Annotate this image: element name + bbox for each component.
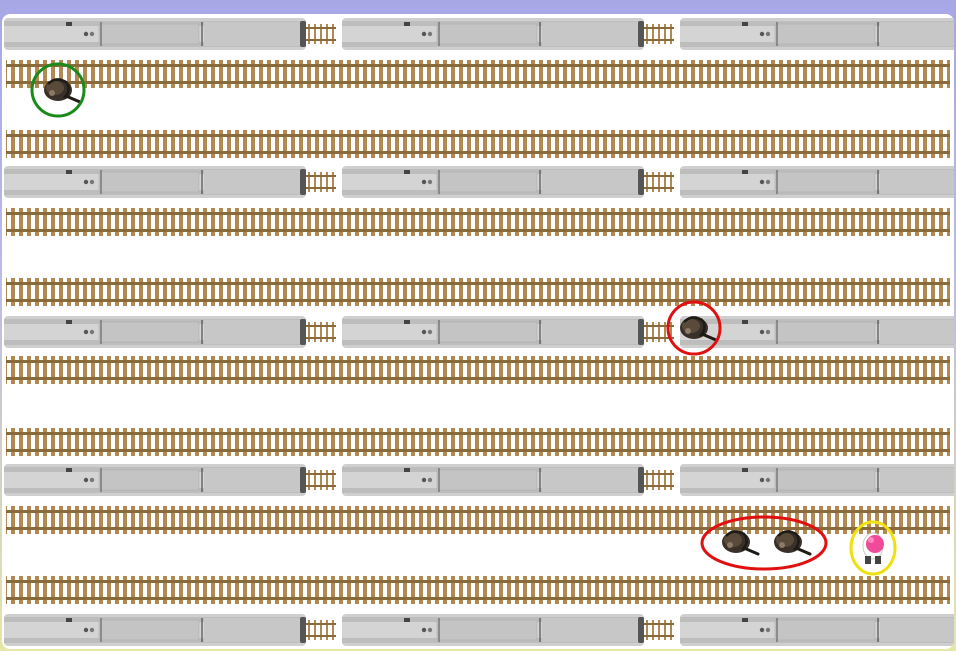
rail-track (6, 428, 950, 456)
train (3, 463, 954, 497)
train-car (3, 613, 307, 647)
train-coupler (306, 322, 336, 342)
train (3, 17, 954, 51)
train-coupler (644, 172, 674, 192)
train-car (679, 613, 954, 647)
train-car (341, 613, 645, 647)
rail-track (6, 576, 950, 604)
train-coupler (306, 620, 336, 640)
train-coupler (306, 470, 336, 490)
train-coupler (306, 172, 336, 192)
rail-track (6, 60, 950, 88)
train-car (3, 463, 307, 497)
rail-track (6, 506, 950, 534)
train-coupler (644, 24, 674, 44)
train-car (3, 17, 307, 51)
train-coupler (306, 24, 336, 44)
enemy-crawler-sprite[interactable] (666, 300, 722, 356)
player-crawler-sprite[interactable] (30, 62, 86, 118)
train-coupler (644, 322, 674, 342)
game-board[interactable] (2, 14, 954, 649)
train (3, 613, 954, 647)
rail-track (6, 130, 950, 158)
train-coupler (644, 470, 674, 490)
train-car (679, 17, 954, 51)
rail-track (6, 208, 950, 236)
enemy-crawler-sprite[interactable] (720, 529, 760, 556)
pink-character-sprite[interactable] (849, 520, 897, 576)
yellow-highlight-ring (849, 520, 897, 576)
rail-track (6, 278, 950, 306)
trains-layer (3, 17, 954, 647)
enemy-crawler-sprite[interactable] (772, 529, 812, 556)
train-car (679, 165, 954, 199)
rail-track (6, 356, 950, 384)
train-car (3, 165, 307, 199)
train-car (341, 315, 645, 349)
game-scene (3, 17, 954, 647)
train-car (3, 315, 307, 349)
train-car (341, 463, 645, 497)
sprites-layer (30, 62, 897, 576)
train (3, 315, 954, 349)
train-coupler (644, 620, 674, 640)
train-car (341, 165, 645, 199)
train-car (679, 463, 954, 497)
red-highlight-ring (666, 300, 722, 356)
train-car (341, 17, 645, 51)
green-highlight-ring (30, 62, 86, 118)
enemy-group-marker (700, 515, 828, 571)
train (3, 165, 954, 199)
